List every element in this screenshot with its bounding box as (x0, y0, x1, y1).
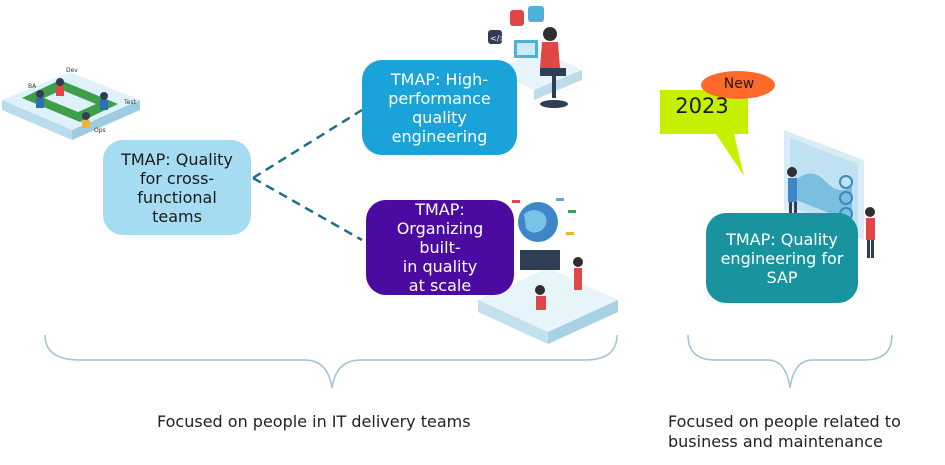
box-cross-functional-teams-label: TMAP: Quality for cross- functional team… (121, 149, 233, 226)
year-callout-label: 2023 (675, 94, 729, 118)
box-sap: TMAP: Quality engineering for SAP (706, 213, 858, 303)
svg-text:</>: </> (490, 34, 506, 43)
svg-text:Test: Test (123, 99, 136, 106)
box-cross-functional-teams: TMAP: Quality for cross- functional team… (103, 140, 251, 235)
group-label-business: Focused on people related to business an… (668, 412, 901, 451)
year-callout (660, 90, 748, 176)
box-quality-at-scale: TMAP: Organizing built- in quality at sc… (366, 200, 514, 295)
dashboard-presenter-icon (784, 130, 875, 258)
brace-business (687, 334, 893, 389)
box-high-performance-label: TMAP: High- performance quality engineer… (388, 69, 491, 146)
svg-text:BA: BA (28, 83, 37, 90)
team-workspace-icon: BA Dev Test Ops (2, 67, 140, 140)
brace-it-delivery (44, 334, 618, 389)
new-badge-label: New (723, 76, 755, 92)
group-label-it-delivery: Focused on people in IT delivery teams (157, 412, 471, 431)
box-sap-label: TMAP: Quality engineering for SAP (720, 229, 844, 287)
globe-team-icon (478, 198, 618, 344)
box-high-performance: TMAP: High- performance quality engineer… (362, 60, 517, 155)
new-badge (701, 71, 775, 99)
svg-text:Dev: Dev (66, 67, 78, 74)
svg-text:Ops: Ops (94, 127, 106, 134)
box-quality-at-scale-label: TMAP: Organizing built- in quality at sc… (396, 200, 484, 295)
connector-lines (252, 108, 363, 242)
